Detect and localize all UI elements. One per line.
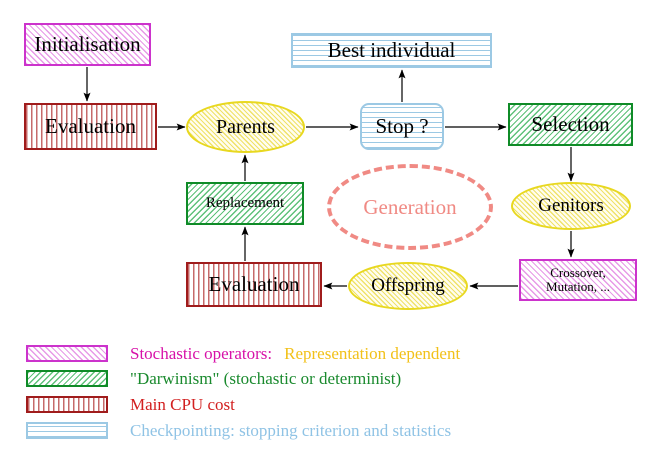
node-parents[interactable]: Parents (186, 101, 305, 153)
node-initialisation[interactable]: Initialisation (24, 23, 151, 66)
node-replacement[interactable]: Replacement (186, 182, 304, 225)
node-evaluation-bottom[interactable]: Evaluation (186, 262, 322, 307)
legend-swatch-checkpointing (26, 421, 108, 439)
legend-label-stochastic-operators: Stochastic operators: Representation depe… (130, 345, 460, 362)
node-evaluation-top[interactable]: Evaluation (24, 103, 157, 150)
node-genitors[interactable]: Genitors (511, 182, 631, 230)
legend-row-checkpointing: Checkpointing: stopping criterion and st… (26, 419, 451, 441)
legend-row-main-cpu-cost: Main CPU cost (26, 393, 235, 415)
legend-swatch-stochastic-operators (26, 344, 108, 362)
node-selection[interactable]: Selection (508, 103, 633, 146)
legend-row-darwinism: "Darwinism" (stochastic or determinist) (26, 367, 401, 389)
legend-label-checkpointing: Checkpointing: stopping criterion and st… (130, 420, 452, 440)
legend: Stochastic operators: Representation depe… (0, 336, 662, 456)
legend-row-stochastic-operators: Stochastic operators: Representation depe… (26, 342, 460, 364)
legend-text-secondary: Representation dependent (284, 343, 461, 363)
legend-text-primary: Stochastic operators: (130, 343, 273, 363)
node-stop[interactable]: Stop ? (360, 103, 444, 150)
legend-swatch-main-cpu-cost (26, 395, 108, 413)
legend-label-main-cpu-cost: Main CPU cost (130, 394, 235, 414)
node-crossover-mutation[interactable]: Crossover, Mutation, ... (519, 259, 637, 301)
node-offspring[interactable]: Offspring (348, 262, 468, 310)
node-generation-annotation: Generation (327, 164, 493, 250)
legend-label-darwinism: "Darwinism" (stochastic or determinist) (130, 368, 402, 388)
legend-swatch-darwinism (26, 369, 108, 387)
node-best-individual[interactable]: Best individual (291, 33, 492, 68)
